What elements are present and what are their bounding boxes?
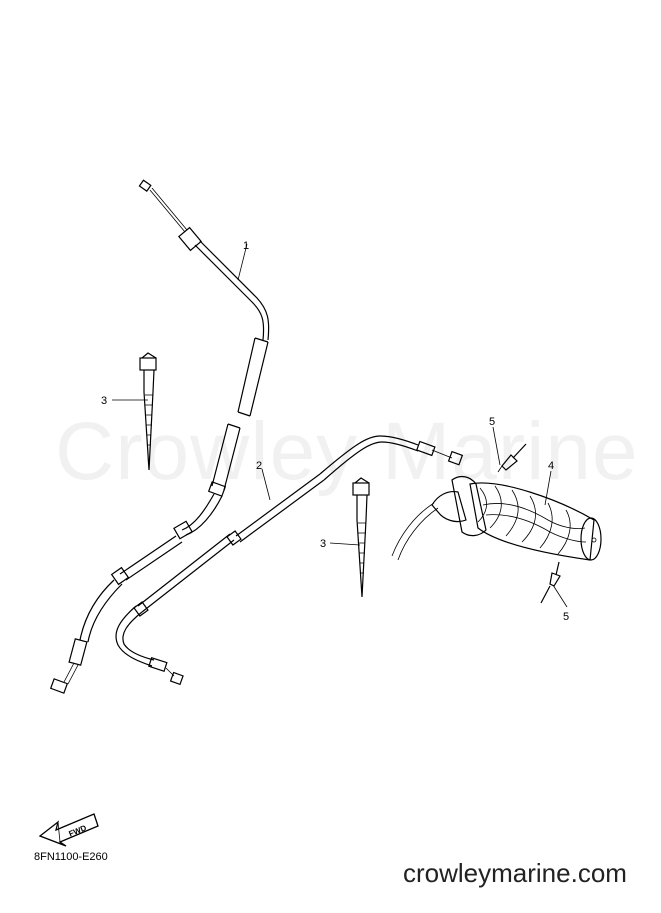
cable-1-lower-adjuster [68, 638, 88, 666]
cable-1-top-end [138, 179, 152, 192]
callout-2: 2 [256, 460, 262, 472]
callout-3-center: 3 [320, 538, 326, 550]
callout-5-upper: 5 [489, 416, 495, 428]
cable-tie-center [352, 477, 370, 598]
cable-2-top-fitting [416, 440, 436, 457]
fwd-arrow-icon: FWD [38, 813, 99, 847]
cable-2-bottom-end [169, 671, 184, 686]
handlebar-grip [391, 475, 602, 561]
cable-1-clamp [207, 481, 227, 497]
cable-2-bottom-fitting [148, 656, 168, 672]
callout-4: 4 [548, 460, 554, 472]
pin-upper [497, 443, 527, 473]
callout-1: 1 [243, 240, 249, 252]
site-footer: crowleymarine.com [403, 858, 627, 888]
throttle-cable-1 [49, 179, 270, 694]
pin-lower [540, 561, 561, 604]
cable-2-top-end [447, 450, 464, 466]
document-id: 8FN1100-E260 [34, 851, 108, 863]
callout-5-lower: 5 [563, 611, 569, 623]
cable-1-bottom-end [49, 678, 69, 694]
callout-3-left: 3 [101, 395, 107, 407]
cable-tie-left [139, 352, 157, 471]
cable-2 [115, 435, 464, 686]
